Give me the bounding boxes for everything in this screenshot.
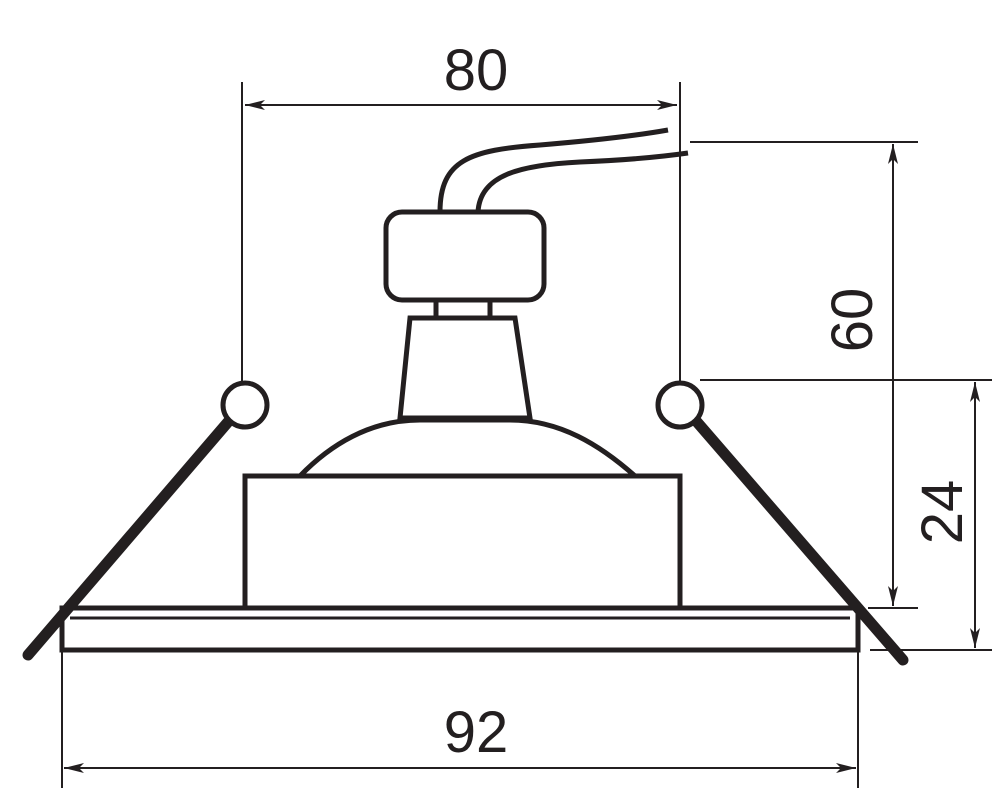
lamp-reflector-dome bbox=[298, 417, 637, 478]
dimension-recess-height: 24 bbox=[910, 382, 980, 648]
terminal-block bbox=[383, 209, 547, 303]
dimension-bottom-width: 92 bbox=[61, 652, 859, 788]
lamp-socket bbox=[397, 315, 533, 421]
trim-flange bbox=[59, 605, 861, 653]
dimension-label-80: 80 bbox=[444, 38, 509, 103]
housing-body bbox=[242, 473, 683, 611]
connector-stem bbox=[433, 297, 493, 321]
dimension-label-24: 24 bbox=[910, 480, 975, 545]
power-wires bbox=[437, 127, 689, 213]
dimension-label-92: 92 bbox=[444, 700, 509, 765]
spring-clip-left bbox=[22, 380, 270, 661]
dimension-total-height: 60 bbox=[690, 141, 992, 651]
dimension-label-60: 60 bbox=[820, 288, 885, 353]
dimension-top-width: 80 bbox=[241, 38, 681, 383]
